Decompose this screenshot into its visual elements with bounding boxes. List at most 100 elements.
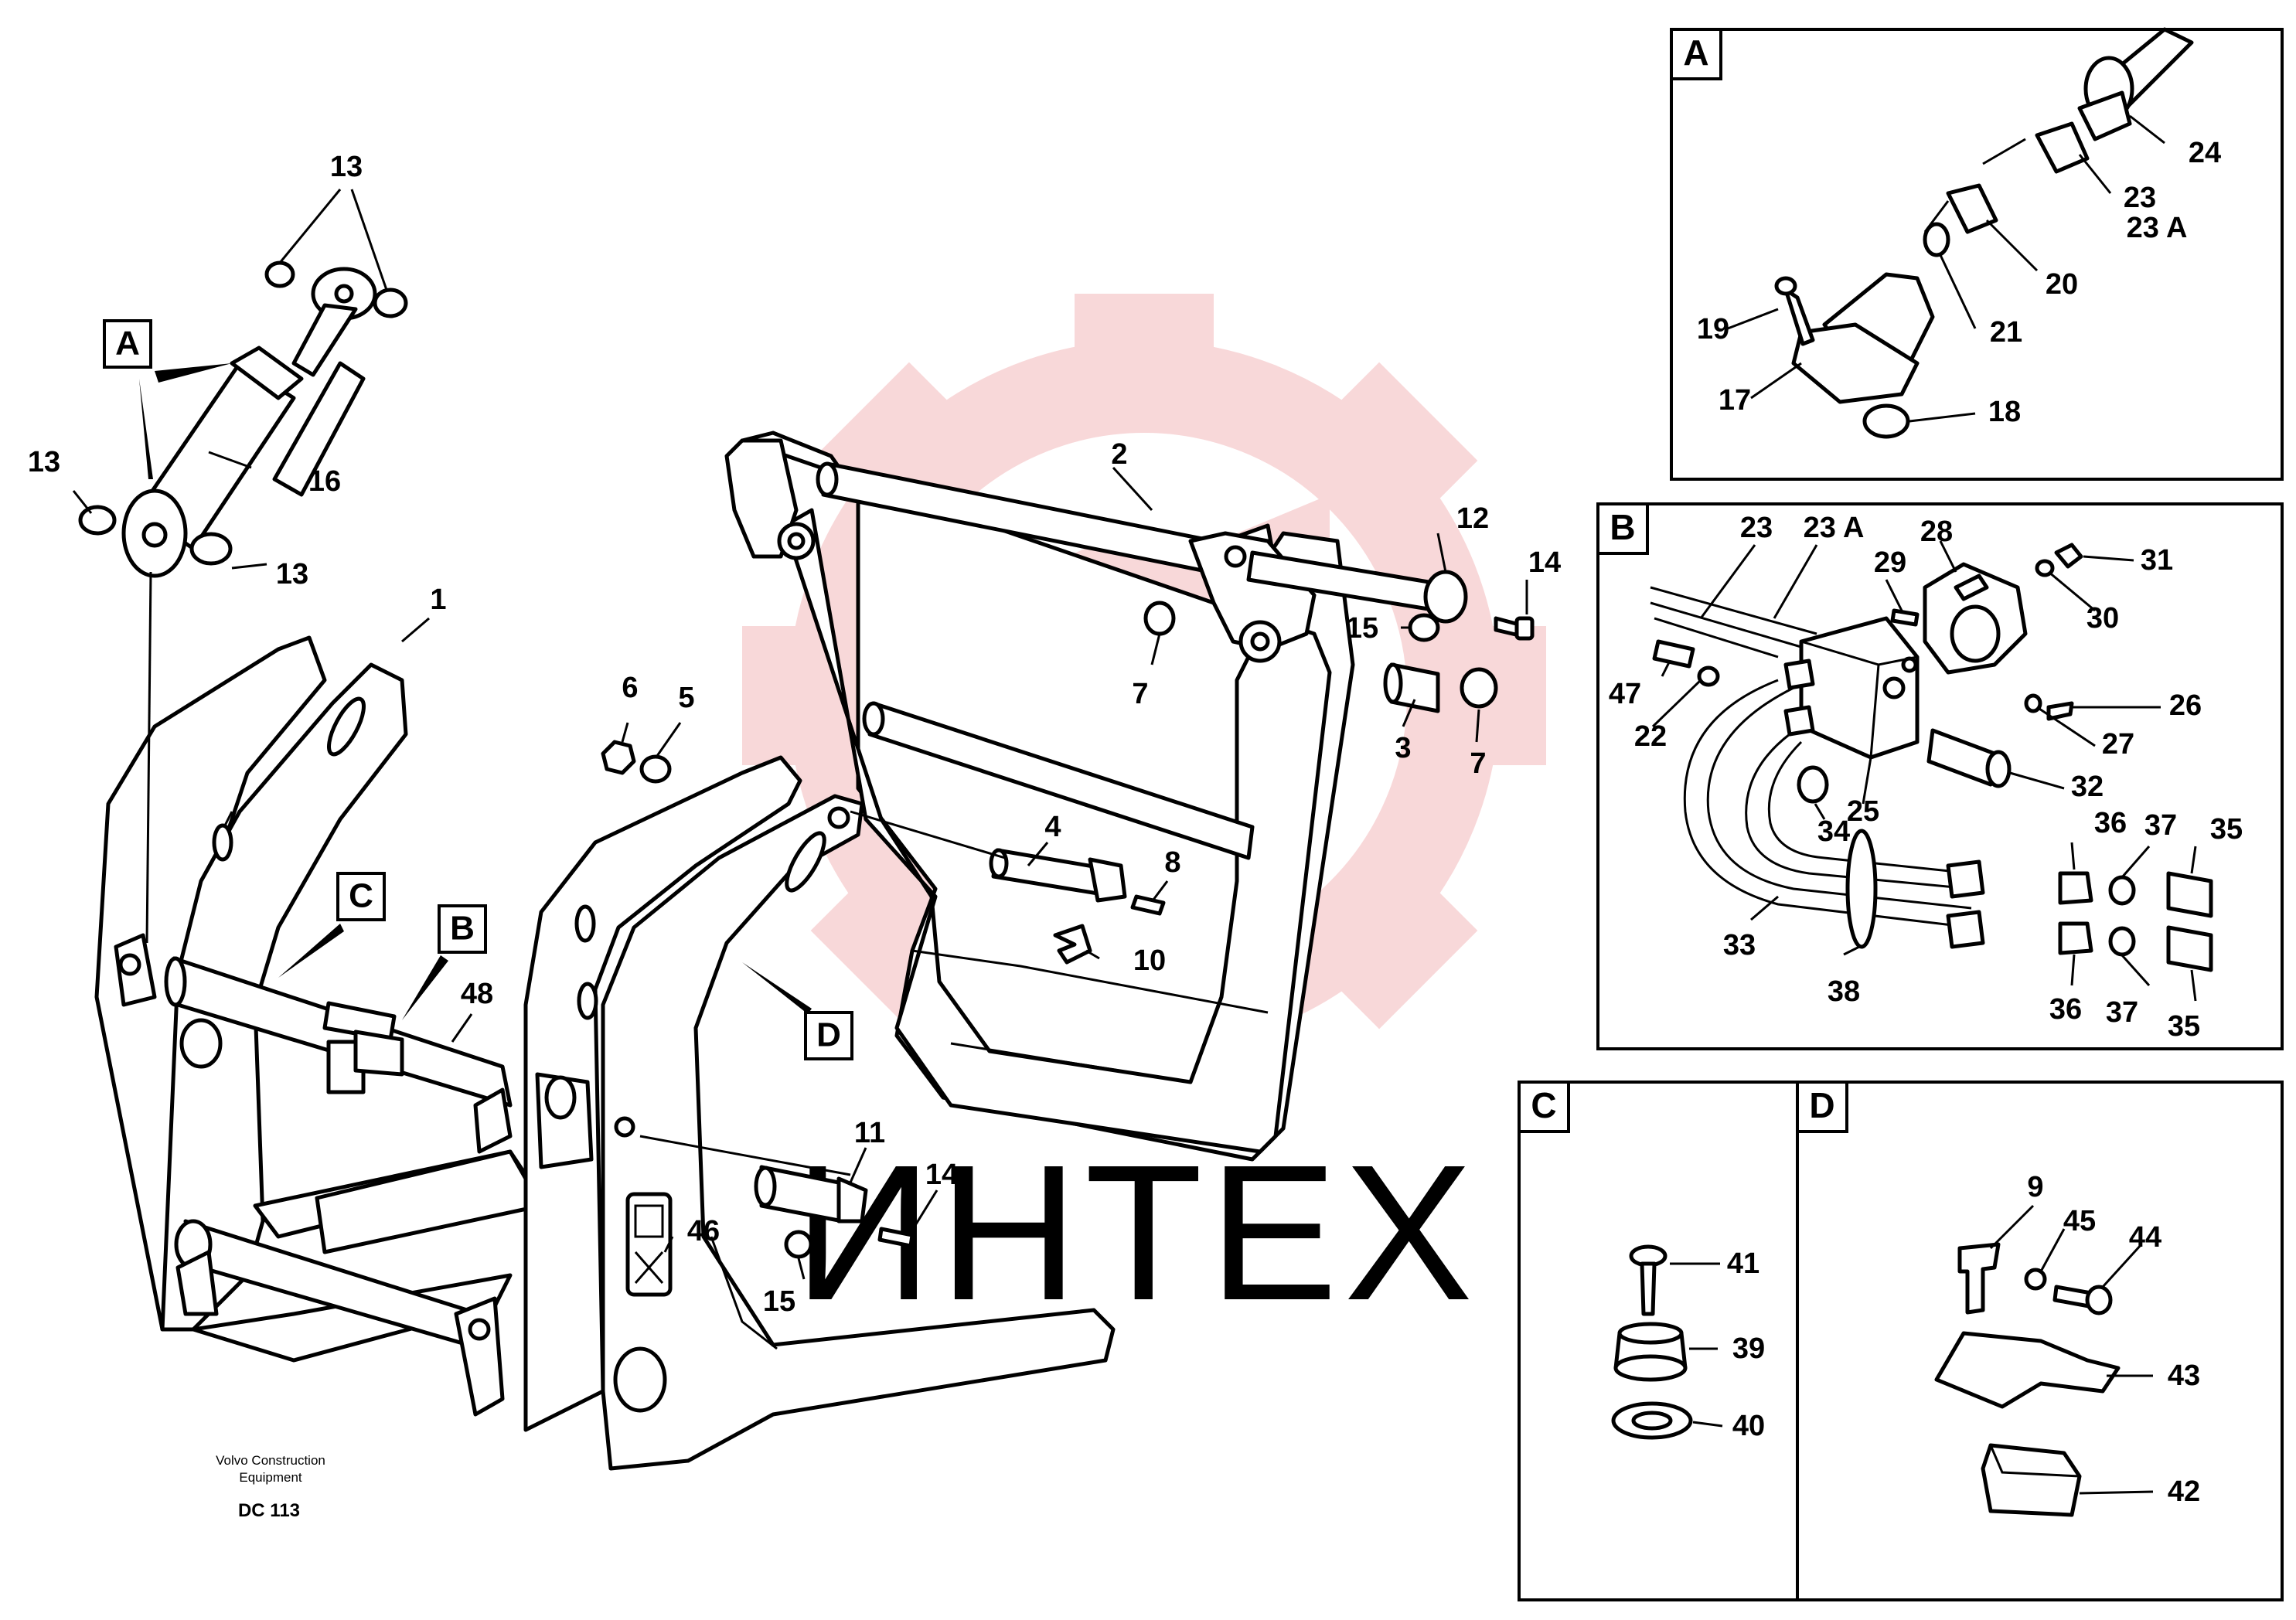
footer-code: DC 113 xyxy=(238,1500,300,1521)
inset-a-leaders xyxy=(1727,114,2165,423)
label-15-bottom: 15 xyxy=(763,1285,795,1318)
inset-b-label-37-bottom: 37 xyxy=(2106,996,2138,1029)
inset-c-parts xyxy=(1611,1244,1693,1440)
inset-d-title-box xyxy=(1796,1081,1848,1133)
callout-d-label: D xyxy=(816,1016,841,1054)
inset-a: A 24 23 23 A xyxy=(1670,27,2284,481)
inset-b-label-31: 31 xyxy=(2141,544,2173,577)
inset-a-label-23a: 23 A xyxy=(2127,212,2188,244)
inset-c-leaders xyxy=(1670,1262,1723,1428)
fork-frame-right xyxy=(523,755,1116,1471)
inset-b-title-box xyxy=(1596,502,1649,555)
hydraulic-cylinder xyxy=(78,260,408,578)
inset-a-label-19: 19 xyxy=(1697,313,1729,345)
callout-a-arrow-2 xyxy=(139,379,153,479)
label-2: 2 xyxy=(1111,438,1127,471)
label-46: 46 xyxy=(687,1215,720,1247)
inset-b-label-26: 26 xyxy=(2169,689,2202,722)
main-assembly: A C B D xyxy=(28,151,1561,1521)
label-7-left: 7 xyxy=(1132,678,1148,710)
inset-c: C 41 39 40 xyxy=(1518,1081,1799,1601)
inset-b-label-36-bottom: 36 xyxy=(2049,993,2082,1026)
inset-a-label-24: 24 xyxy=(2189,137,2221,169)
inset-d-labels: 9 45 44 43 42 xyxy=(2027,1171,2200,1508)
inset-a-frame xyxy=(1670,28,2284,481)
label-6: 6 xyxy=(622,672,638,704)
callout-b-label: B xyxy=(450,910,475,948)
label-13-left: 13 xyxy=(28,446,60,478)
inset-a-label-23: 23 xyxy=(2124,182,2156,214)
label-14-bottom: 14 xyxy=(925,1159,958,1191)
inset-d: D 9 45 44 43 42 xyxy=(1796,1081,2284,1601)
label-8: 8 xyxy=(1164,846,1180,879)
label-16: 16 xyxy=(308,465,341,498)
inset-b-label-22: 22 xyxy=(1634,720,1667,753)
inset-b-label-36-top: 36 xyxy=(2094,807,2127,839)
callout-box-b xyxy=(438,904,487,954)
label-15-top: 15 xyxy=(1346,612,1378,645)
inset-c-labels: 41 39 40 xyxy=(1727,1247,1765,1442)
callout-box-c xyxy=(336,872,386,921)
inset-d-label-9: 9 xyxy=(2027,1171,2043,1203)
inset-b-label-33: 33 xyxy=(1723,929,1756,961)
inset-b-label-23: 23 xyxy=(1740,512,1773,544)
inset-a-title-box xyxy=(1670,28,1722,80)
inset-b-label-37-top: 37 xyxy=(2144,809,2177,842)
inset-d-label-42: 42 xyxy=(2168,1475,2200,1508)
inset-c-label-39: 39 xyxy=(1732,1332,1765,1365)
inset-a-label-20: 20 xyxy=(2046,268,2078,301)
inset-b-leaders xyxy=(1651,540,2197,1002)
label-10: 10 xyxy=(1133,944,1166,977)
callout-c-arrow xyxy=(278,924,344,978)
label-1: 1 xyxy=(430,584,446,616)
label-48: 48 xyxy=(461,978,493,1010)
callout-b-arrow xyxy=(402,955,448,1020)
inset-b-label-27: 27 xyxy=(2102,728,2134,761)
callout-d-arrow xyxy=(742,962,812,1014)
label-5: 5 xyxy=(678,682,694,714)
inset-b-label-32: 32 xyxy=(2071,771,2104,803)
inset-b-label-25: 25 xyxy=(1847,795,1879,828)
inset-b: B xyxy=(1596,502,2284,1050)
inset-c-title-box xyxy=(1518,1081,1570,1133)
inset-a-title: A xyxy=(1683,32,1708,73)
inset-b-title: B xyxy=(1610,507,1635,547)
label-14-top: 14 xyxy=(1528,546,1561,579)
inset-b-label-34: 34 xyxy=(1817,815,1850,848)
inset-c-title: C xyxy=(1531,1085,1556,1125)
inset-b-label-35-bottom: 35 xyxy=(2168,1010,2200,1043)
callout-a-label: A xyxy=(115,325,140,362)
inset-a-labels: 24 23 23 A 20 21 19 17 18 xyxy=(1697,137,2221,428)
inset-d-parts xyxy=(1934,1242,2121,1517)
inset-d-label-44: 44 xyxy=(2129,1221,2161,1254)
callout-box-d xyxy=(804,1011,853,1060)
rear-frame xyxy=(724,431,1355,1162)
inset-b-label-29: 29 xyxy=(1874,546,1906,579)
inset-b-label-23a: 23 A xyxy=(1804,512,1865,544)
callout-box-a xyxy=(103,319,152,369)
main-labels: 13 13 13 16 1 2 12 14 15 7 3 7 6 5 4 8 1… xyxy=(28,151,1561,1318)
label-4: 4 xyxy=(1044,811,1061,843)
footer: Volvo Construction Equipment DC 113 xyxy=(216,1453,325,1521)
inset-a-label-21: 21 xyxy=(1990,316,2022,349)
small-parts xyxy=(601,550,1535,1259)
inset-d-label-45: 45 xyxy=(2063,1205,2096,1237)
footer-line-2: Equipment xyxy=(239,1470,302,1485)
inset-a-label-18: 18 xyxy=(1988,396,2021,428)
inset-c-label-40: 40 xyxy=(1732,1410,1765,1442)
callout-c-label: C xyxy=(349,877,373,915)
callout-flags: A C B D xyxy=(103,319,853,1060)
inset-b-parts xyxy=(1650,543,2213,972)
label-13-top: 13 xyxy=(330,151,363,183)
inset-b-labels: 23 23 A 28 29 31 30 47 22 26 27 32 25 34… xyxy=(1609,512,2243,1043)
label-11: 11 xyxy=(854,1117,885,1149)
inset-b-frame xyxy=(1596,502,2284,1050)
inset-d-frame xyxy=(1796,1081,2284,1601)
inset-b-label-30: 30 xyxy=(2086,602,2119,635)
inset-a-label-17: 17 xyxy=(1719,384,1751,417)
label-3: 3 xyxy=(1395,732,1411,764)
inset-d-title: D xyxy=(1809,1085,1834,1125)
inset-b-label-28: 28 xyxy=(1920,516,1953,548)
inset-d-leaders xyxy=(1989,1204,2154,1495)
